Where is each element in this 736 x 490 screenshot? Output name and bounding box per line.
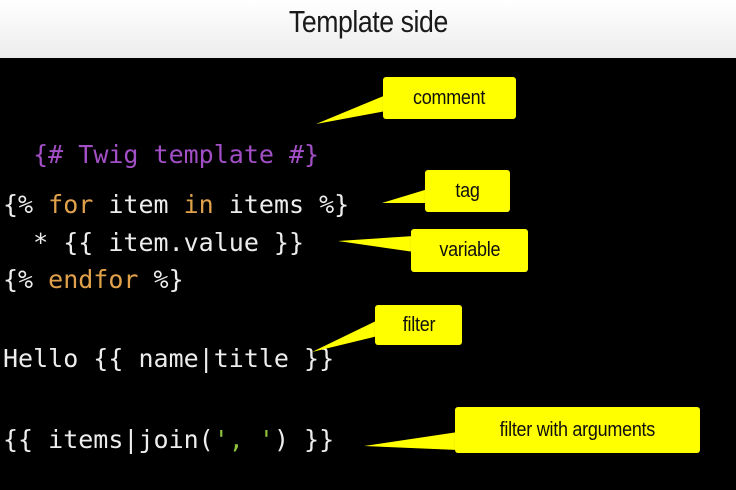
filter-expression: Hello {{ name|title }}	[3, 344, 335, 373]
code-line-for: {% for item in items %}	[3, 190, 349, 220]
callout-tag-label: tag	[455, 179, 480, 202]
code-line-comment: {# Twig template #}	[3, 110, 319, 170]
slide-title: Template side	[288, 4, 448, 39]
variable-pointer	[338, 236, 414, 252]
comment-pointer	[316, 95, 386, 124]
callout-filter-with-arguments: filter with arguments	[455, 407, 700, 453]
filter-args-pointer	[364, 432, 458, 450]
join-pre: {{ items|join(	[3, 425, 214, 454]
twig-comment: {# Twig template #}	[33, 140, 320, 169]
callout-variable-label: variable	[439, 239, 500, 261]
keyword-for: for	[48, 190, 94, 219]
callout-tag: tag	[425, 170, 510, 212]
keyword-in: in	[183, 190, 214, 219]
tag-open: {%	[3, 265, 49, 294]
slide-header: Template side	[0, 0, 736, 58]
callout-variable: variable	[411, 229, 528, 272]
callout-comment: comment	[383, 77, 516, 119]
filter-pointer	[312, 320, 378, 352]
tag-open: {%	[3, 190, 49, 219]
join-post: ) }}	[273, 425, 335, 454]
code-line-filter: Hello {{ name|title }}	[3, 344, 334, 374]
tag-pointer	[382, 189, 428, 203]
loop-variable: item	[93, 190, 184, 219]
code-line-endfor: {% endfor %}	[3, 265, 184, 295]
callout-filter-args-label: filter with arguments	[499, 418, 656, 441]
tag-close: %}	[138, 265, 184, 294]
callout-filter-label: filter	[402, 313, 435, 336]
callout-filter: filter	[375, 305, 462, 345]
code-line-variable: * {{ item.value }}	[3, 228, 304, 258]
code-line-join: {{ items|join(', ') }}	[3, 425, 334, 455]
callout-comment-label: comment	[413, 86, 486, 109]
variable-output: * {{ item.value }}	[3, 228, 305, 257]
string-literal: ', '	[213, 425, 274, 454]
keyword-endfor: endfor	[48, 265, 139, 294]
tag-rest: items %}	[213, 190, 350, 219]
